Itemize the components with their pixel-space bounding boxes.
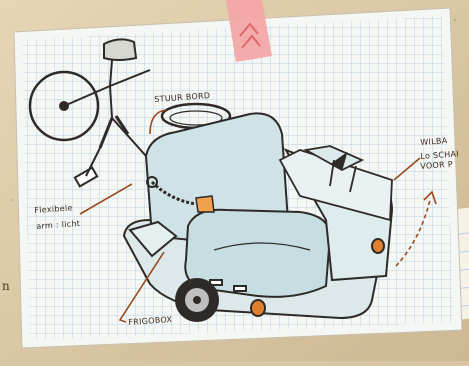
- front-light-left: [251, 300, 265, 316]
- bicycle-saddle: [104, 39, 136, 60]
- edge-letter: n: [2, 279, 10, 293]
- rear-wheel: [175, 278, 219, 322]
- front-light-right: [372, 239, 384, 253]
- caption-wilba-1: WILBA: [420, 136, 448, 147]
